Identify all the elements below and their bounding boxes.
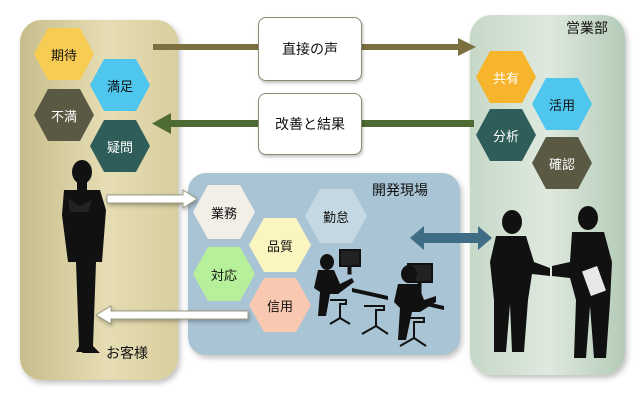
sales-label: 営業部 — [566, 21, 608, 37]
hex-confirmation: 確認 — [531, 136, 593, 190]
handshake-silhouette — [490, 206, 612, 358]
hex-analysis: 分析 — [475, 108, 537, 162]
hex-quality: 品質 — [248, 217, 312, 273]
developers-silhouette — [314, 249, 444, 347]
customer-label: お客様 — [106, 346, 148, 362]
dev-label: 開発現場 — [372, 183, 428, 199]
hex-attendance: 勤怠 — [304, 188, 368, 244]
hex-satisfaction: 満足 — [89, 58, 151, 112]
hex-share: 共有 — [475, 50, 537, 104]
direct-voice-box: 直接の声 — [258, 17, 362, 81]
improvement-result-label: 改善と結果 — [275, 117, 345, 133]
improvement-result-box: 改善と結果 — [258, 93, 362, 155]
customer-silhouette — [62, 160, 106, 353]
hex-trust: 信用 — [248, 277, 312, 333]
arrow-customer-to-dev — [106, 189, 198, 209]
arrow-dev-sales-bidirectional — [410, 226, 492, 250]
hex-expectation: 期待 — [33, 27, 95, 81]
hex-dissatisfaction: 不満 — [33, 88, 95, 142]
hex-response: 対応 — [192, 246, 256, 302]
hex-question: 疑問 — [89, 119, 151, 173]
direct-voice-label: 直接の声 — [282, 42, 338, 58]
hex-work: 業務 — [192, 184, 256, 240]
hex-utilize: 活用 — [531, 77, 593, 131]
arrow-dev-to-customer — [95, 305, 249, 325]
